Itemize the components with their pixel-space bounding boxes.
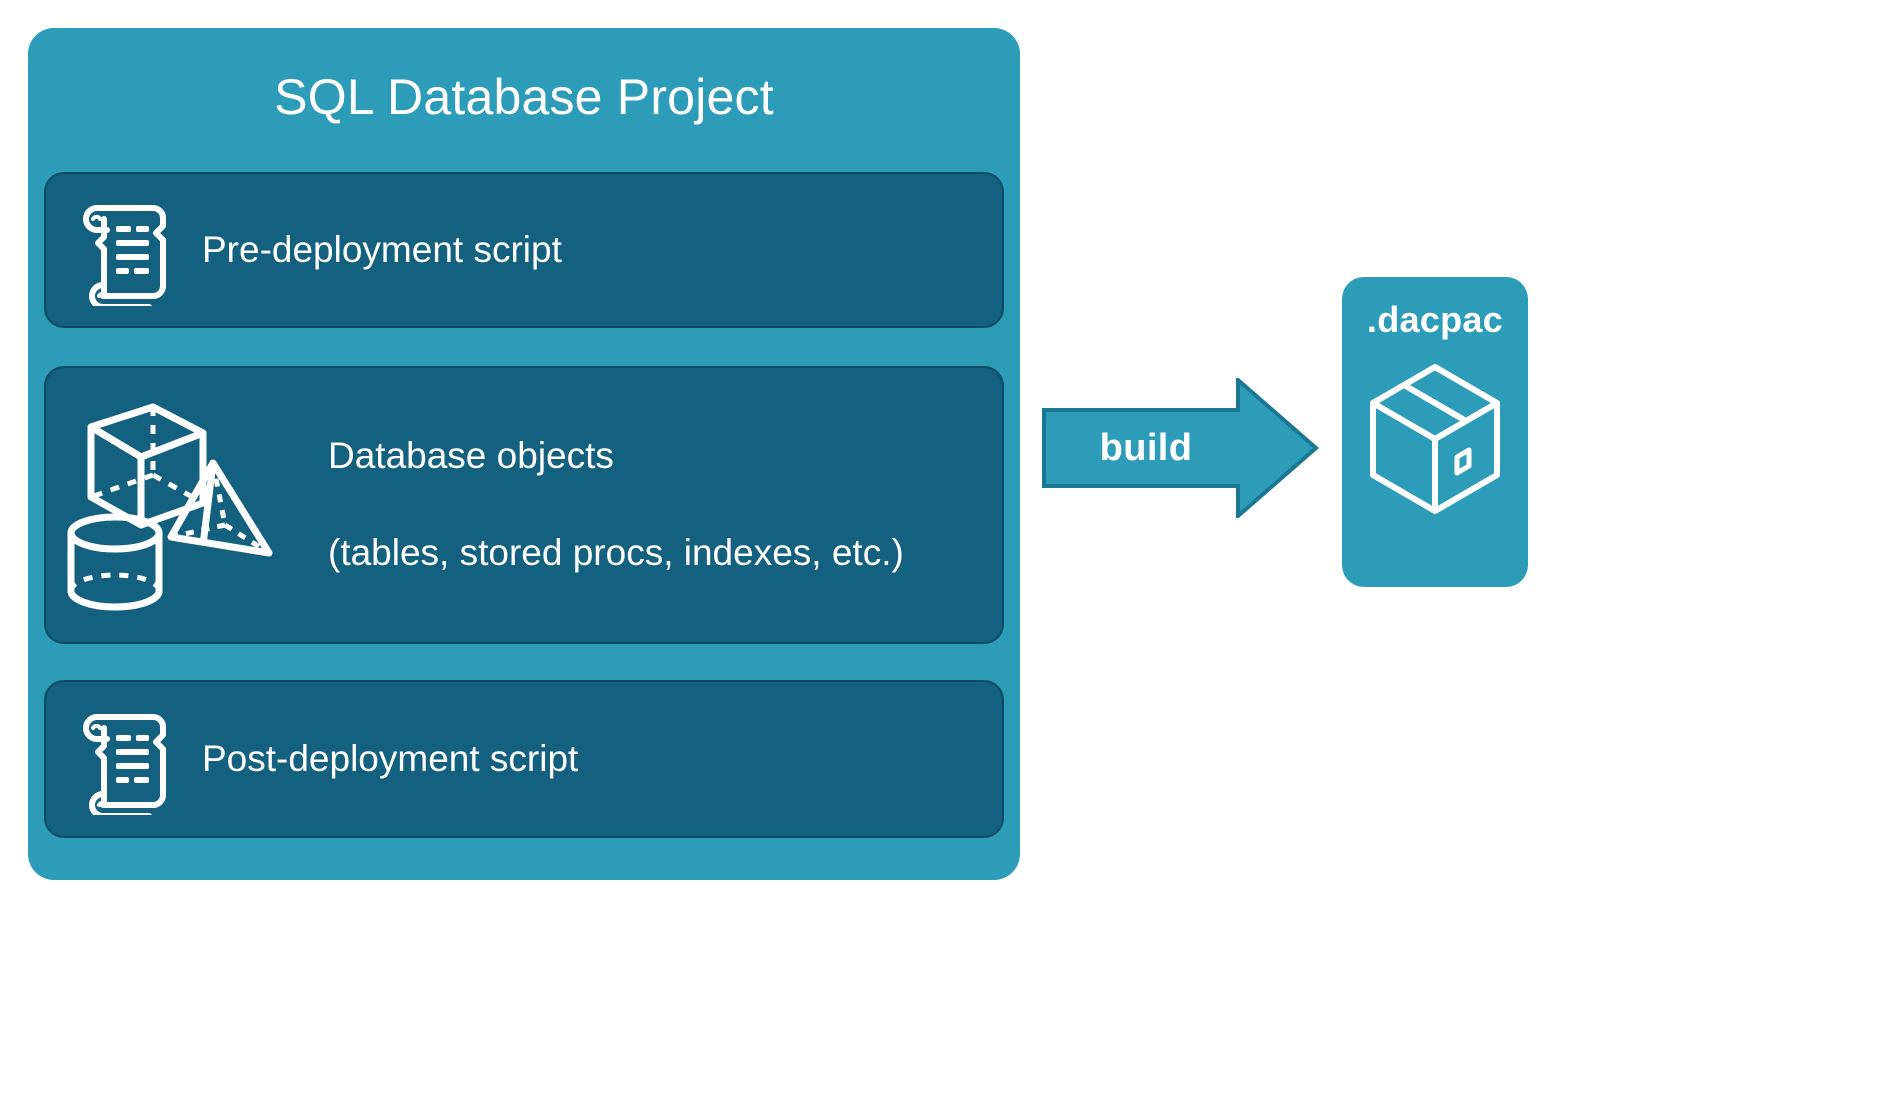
- scroll-icon-pre: [52, 194, 202, 306]
- card-label-pre-deployment: Pre-deployment script: [202, 228, 562, 270]
- card-label-database-objects-line2: (tables, stored procs, indexes, etc.): [328, 532, 904, 574]
- page-title: SQL Database Project: [274, 69, 774, 125]
- card-label-post-deployment: Post-deployment script: [202, 737, 579, 779]
- sql-database-project-container: SQL Database Project: [28, 28, 1020, 880]
- scroll-icon-post: [52, 703, 202, 815]
- card-post-deployment-script[interactable]: Post-deployment script: [44, 680, 1004, 838]
- dacpac-title: .dacpac: [1366, 299, 1504, 340]
- cube-icon: [87, 403, 207, 529]
- cylinder-icon: [67, 513, 163, 611]
- pyramid-icon: [167, 459, 273, 557]
- database-objects-icon-group: [48, 385, 328, 625]
- build-arrow-label: build: [1099, 426, 1193, 469]
- package-box-icon: [1365, 359, 1505, 536]
- build-arrow: build: [1042, 375, 1320, 521]
- card-label-database-objects-line1: Database objects: [328, 434, 614, 476]
- card-pre-deployment-script[interactable]: Pre-deployment script: [44, 172, 1004, 328]
- dacpac-output-panel[interactable]: .dacpac: [1342, 277, 1528, 587]
- card-database-objects[interactable]: Database objects (tables, stored procs, …: [44, 366, 1004, 644]
- card-label-database-objects: Database objects (tables, stored procs, …: [328, 383, 904, 627]
